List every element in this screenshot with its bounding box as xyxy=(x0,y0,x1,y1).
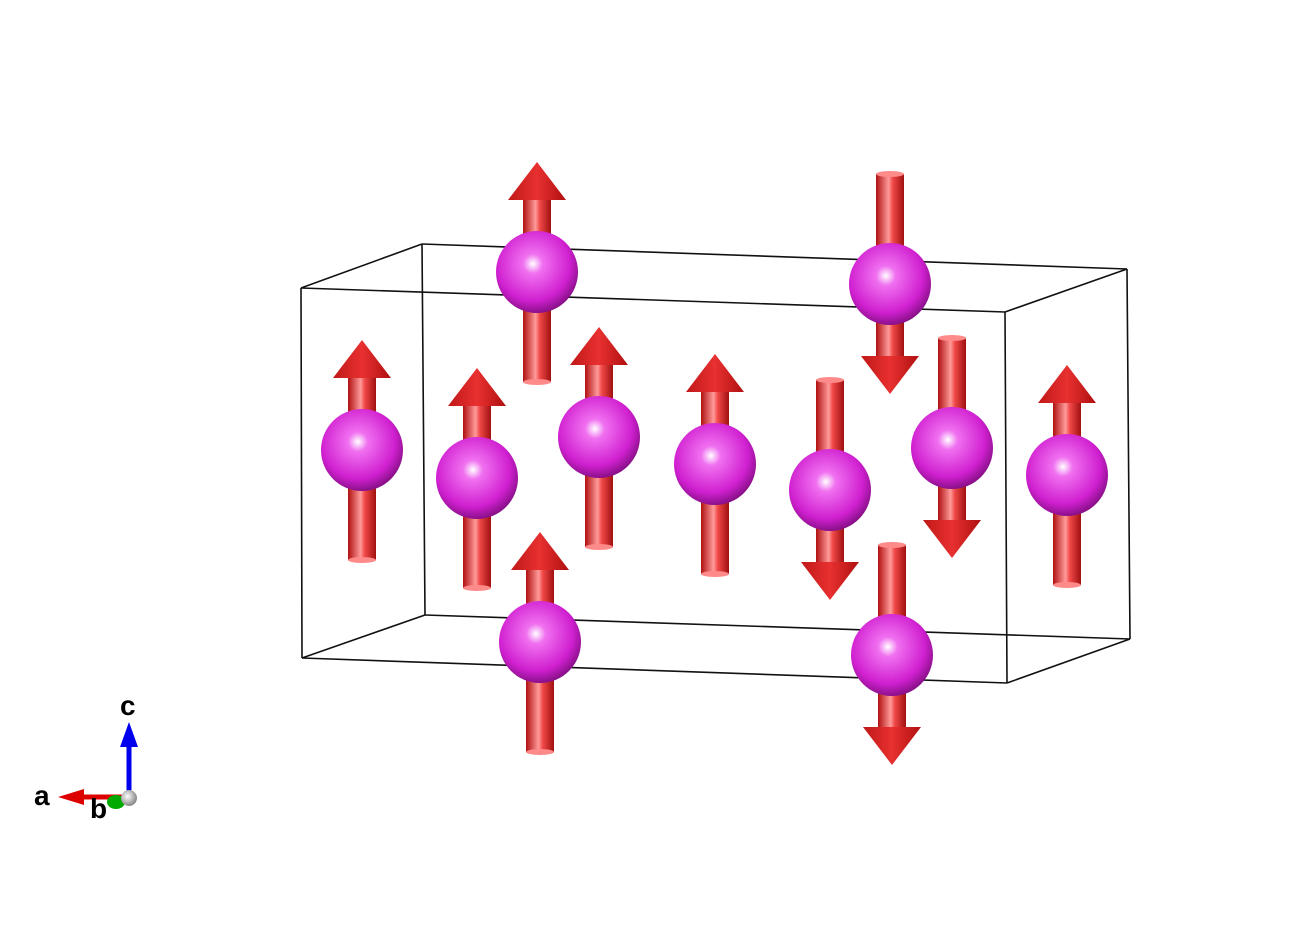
spin-up-arrowhead xyxy=(333,340,391,378)
magnetic-atom-7[interactable] xyxy=(789,377,871,600)
spin-up-arrowhead xyxy=(1038,365,1096,403)
unit-cell-box xyxy=(300,243,1131,684)
magnetic-atom-11[interactable] xyxy=(851,542,933,765)
spin-arrow-tail-cap xyxy=(1053,582,1081,588)
magnetic-atom-1[interactable] xyxy=(496,162,578,385)
spin-arrow-tail-cap xyxy=(701,571,729,577)
atom-sphere xyxy=(499,601,581,683)
a-axis-arrowhead xyxy=(58,789,84,805)
c-axis-label: c xyxy=(120,690,136,721)
spin-down-arrowhead xyxy=(861,356,919,394)
spin-up-arrowhead xyxy=(508,162,566,200)
spin-arrow-tail-cap xyxy=(876,171,904,177)
magnetic-atom-4[interactable] xyxy=(436,368,518,591)
spin-arrow-tail-cap xyxy=(585,544,613,550)
origin-sphere xyxy=(121,790,137,806)
magnetic-atom-8[interactable] xyxy=(911,335,993,558)
spin-arrow-tail-cap xyxy=(463,585,491,591)
atom-sphere xyxy=(849,243,931,325)
spin-arrow-tail-cap xyxy=(878,542,906,548)
spin-arrow-tail-cap xyxy=(526,749,554,755)
atom-sphere xyxy=(1026,434,1108,516)
spin-down-arrowhead xyxy=(923,520,981,558)
axis-indicator: c a b xyxy=(34,690,138,824)
magnetic-atom-10[interactable] xyxy=(499,532,581,755)
spin-up-arrowhead xyxy=(511,532,569,570)
c-axis-arrowhead xyxy=(120,722,138,747)
b-axis-arrowhead xyxy=(107,795,125,809)
magnetic-atom-3[interactable] xyxy=(321,340,403,563)
magnetic-atom-6[interactable] xyxy=(674,354,756,577)
spin-down-arrowhead xyxy=(863,727,921,765)
spin-arrow-tail-cap xyxy=(348,557,376,563)
atom-sphere xyxy=(436,437,518,519)
spin-up-arrowhead xyxy=(448,368,506,406)
spin-up-arrowhead xyxy=(686,354,744,392)
atom-sphere xyxy=(558,396,640,478)
cell-edge xyxy=(1126,268,1131,640)
cell-edge xyxy=(1006,638,1131,684)
spin-down-arrowhead xyxy=(801,562,859,600)
atom-sphere xyxy=(674,423,756,505)
magnetic-atom-5[interactable] xyxy=(558,327,640,550)
cell-edge xyxy=(300,287,303,659)
spin-up-arrowhead xyxy=(570,327,628,365)
cell-edge xyxy=(300,243,423,289)
spin-arrow-tail-cap xyxy=(938,335,966,341)
atom-sphere xyxy=(789,449,871,531)
b-axis-label: b xyxy=(90,793,107,824)
cell-edge xyxy=(1004,311,1008,684)
magnetic-atom-9[interactable] xyxy=(1026,365,1108,588)
magnetic-atom-2[interactable] xyxy=(849,171,931,394)
atom-sphere xyxy=(321,409,403,491)
cell-edge xyxy=(421,243,426,616)
atom-sphere xyxy=(496,231,578,313)
spin-arrow-tail-cap xyxy=(523,379,551,385)
atoms-layer xyxy=(321,162,1108,765)
atom-sphere xyxy=(911,407,993,489)
cell-edge xyxy=(301,614,426,659)
a-axis-label: a xyxy=(34,780,50,811)
cell-edge xyxy=(1004,268,1128,313)
atom-sphere xyxy=(851,614,933,696)
spin-arrow-tail-cap xyxy=(816,377,844,383)
